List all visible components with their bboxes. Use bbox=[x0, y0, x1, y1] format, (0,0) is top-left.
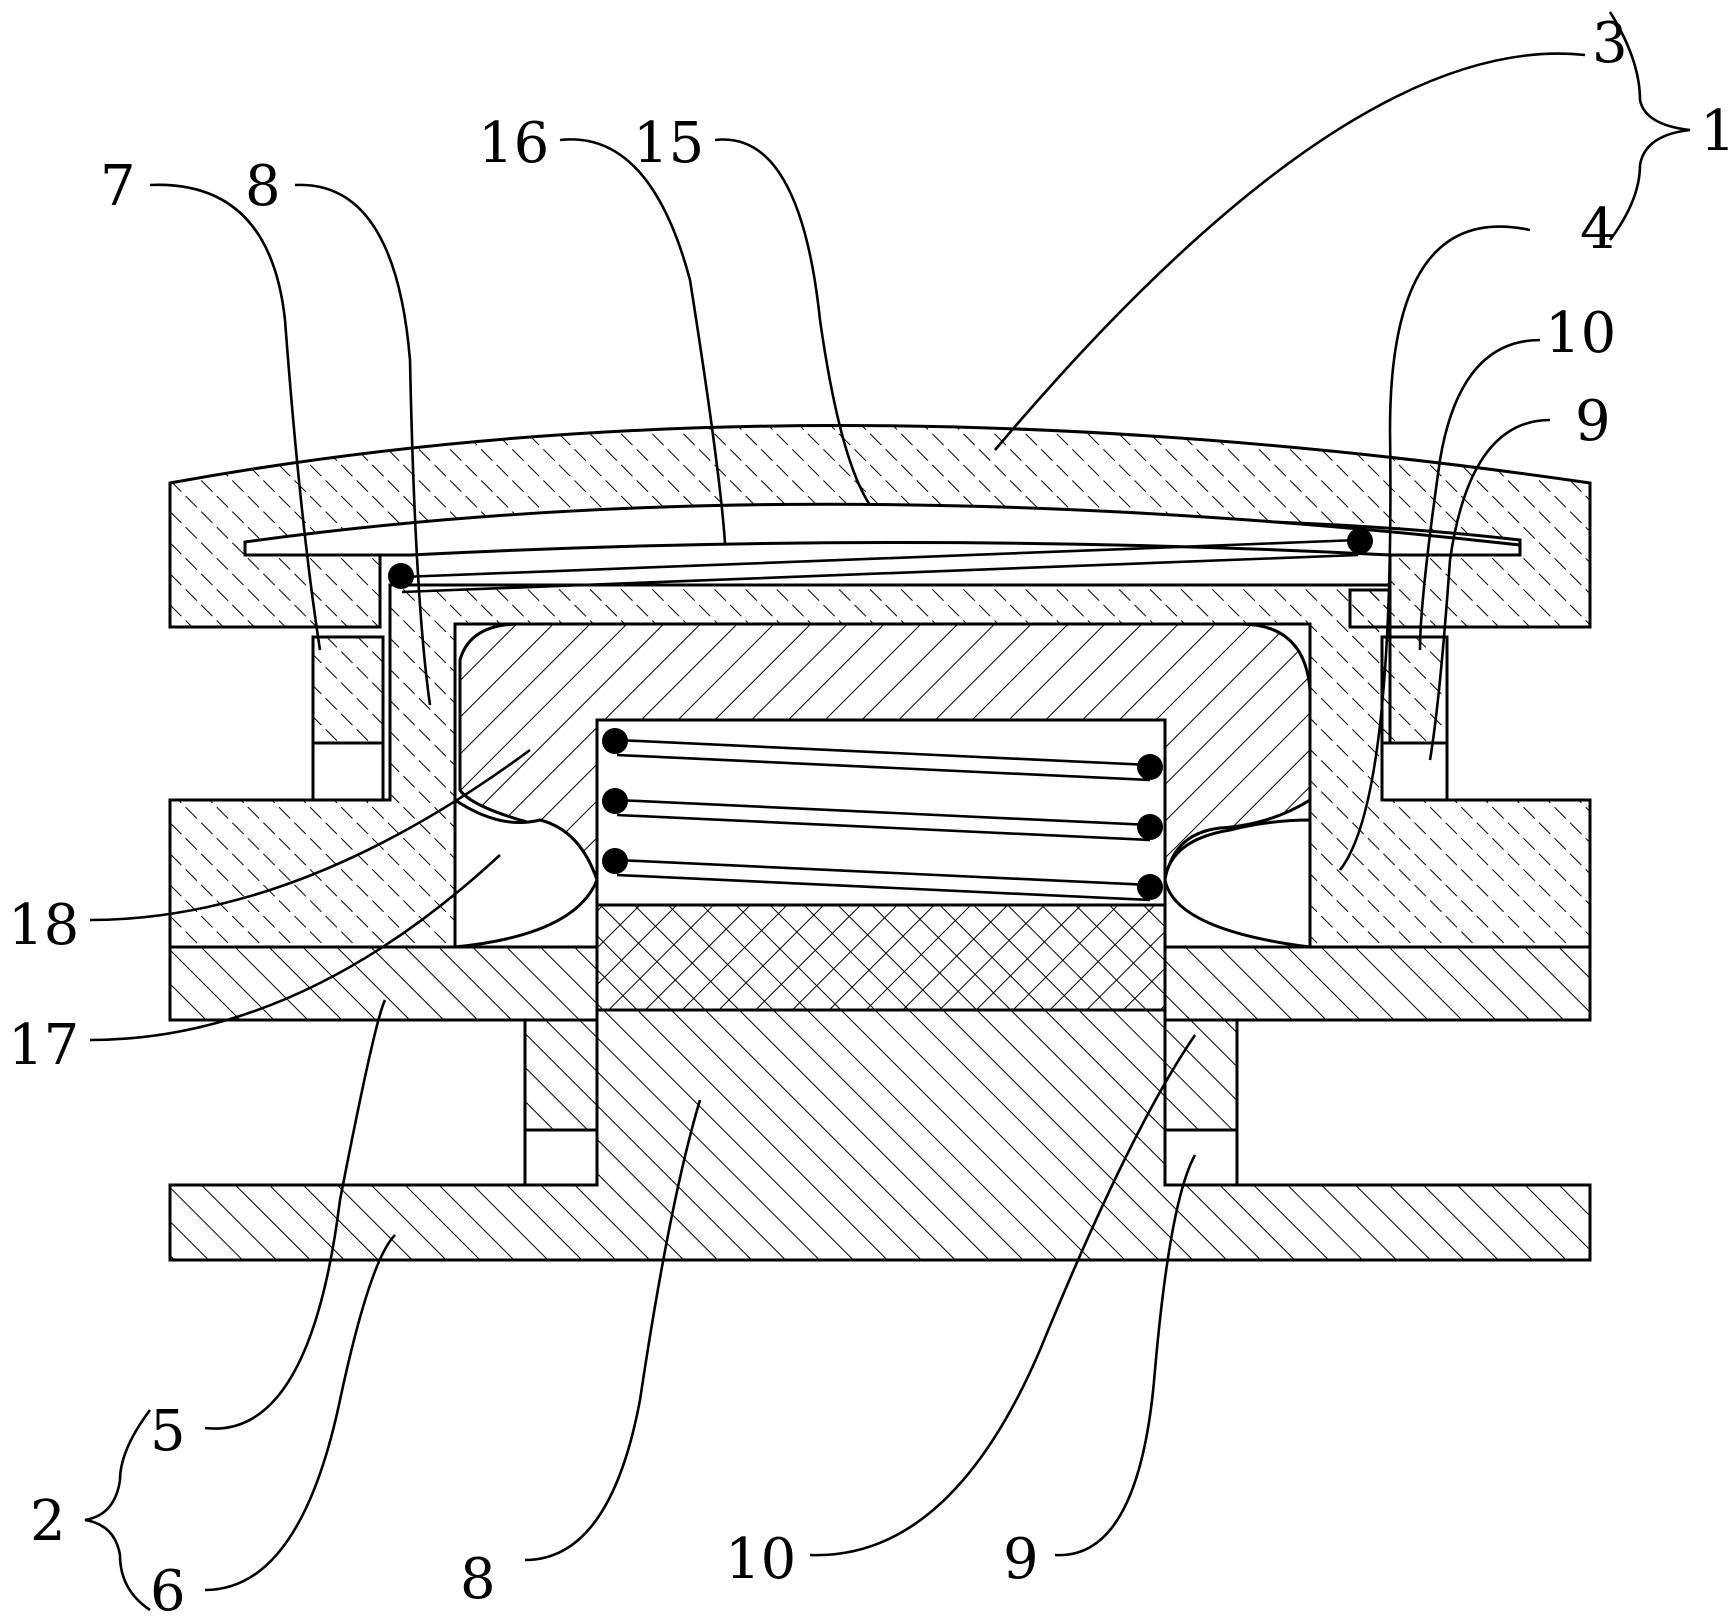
spring-16 bbox=[401, 538, 1359, 594]
label-16: 16 bbox=[478, 111, 549, 176]
label-9-bottom: 9 bbox=[1003, 1527, 1039, 1592]
coil-dot bbox=[1137, 754, 1163, 780]
leader-3 bbox=[994, 52, 1586, 451]
leader-9-bottom bbox=[1054, 1154, 1197, 1557]
label-6: 6 bbox=[150, 1559, 186, 1622]
right-cavity bbox=[1163, 818, 1312, 949]
label-7: 7 bbox=[100, 154, 136, 219]
leader-9-right bbox=[1428, 418, 1551, 761]
leader-17 bbox=[89, 854, 501, 1042]
coil-dot bbox=[388, 563, 414, 589]
guide-block-right bbox=[1380, 635, 1449, 745]
brace-1 bbox=[1608, 11, 1691, 241]
coil-dot bbox=[1137, 814, 1163, 840]
label-8-bottom: 8 bbox=[460, 1547, 496, 1612]
left-cavity-17 bbox=[453, 797, 599, 949]
lower-spacer-left bbox=[523, 1128, 599, 1187]
coil-dot bbox=[602, 728, 628, 754]
label-9-right: 9 bbox=[1575, 389, 1611, 454]
label-1: 1 bbox=[1700, 99, 1731, 164]
leader-15 bbox=[714, 138, 872, 506]
leader-16 bbox=[559, 138, 727, 544]
cavity-15 bbox=[243, 502, 1522, 557]
coil-dot bbox=[1347, 528, 1373, 554]
leader-4 bbox=[1338, 225, 1531, 871]
leader-6 bbox=[204, 1234, 396, 1592]
spacer-right-top bbox=[1380, 741, 1449, 802]
leader-7 bbox=[149, 183, 322, 651]
coil-dot bbox=[1137, 874, 1163, 900]
label-3: 3 bbox=[1592, 11, 1628, 76]
label-10-right: 10 bbox=[1545, 301, 1616, 366]
label-10-bottom: 10 bbox=[725, 1527, 796, 1592]
label-2: 2 bbox=[30, 1489, 66, 1554]
label-15: 15 bbox=[633, 111, 704, 176]
lower-guide-right bbox=[1163, 1018, 1239, 1132]
guide-block-7 bbox=[311, 635, 385, 745]
chamber-spring bbox=[616, 738, 1151, 902]
lower-spacer-right bbox=[1163, 1128, 1239, 1187]
label-18: 18 bbox=[8, 893, 79, 958]
leader-18 bbox=[89, 748, 531, 922]
leader-10-bottom bbox=[809, 1034, 1197, 1557]
label-4: 4 bbox=[1580, 197, 1616, 262]
leader-10-right bbox=[1418, 338, 1541, 651]
label-8-top: 8 bbox=[245, 154, 281, 219]
label-5: 5 bbox=[150, 1399, 186, 1464]
leader-8-top bbox=[294, 183, 432, 706]
shaft-part-8 bbox=[168, 903, 1592, 1262]
brace-2 bbox=[84, 1409, 152, 1612]
lower-guide-left bbox=[523, 1018, 599, 1132]
spring-chamber bbox=[595, 718, 1167, 907]
label-17: 17 bbox=[8, 1013, 79, 1078]
leader-8-bottom bbox=[524, 1099, 702, 1562]
coil-dot bbox=[602, 848, 628, 874]
leader-5 bbox=[204, 999, 387, 1430]
spacer-left-top bbox=[311, 741, 385, 802]
coil-dot bbox=[602, 788, 628, 814]
